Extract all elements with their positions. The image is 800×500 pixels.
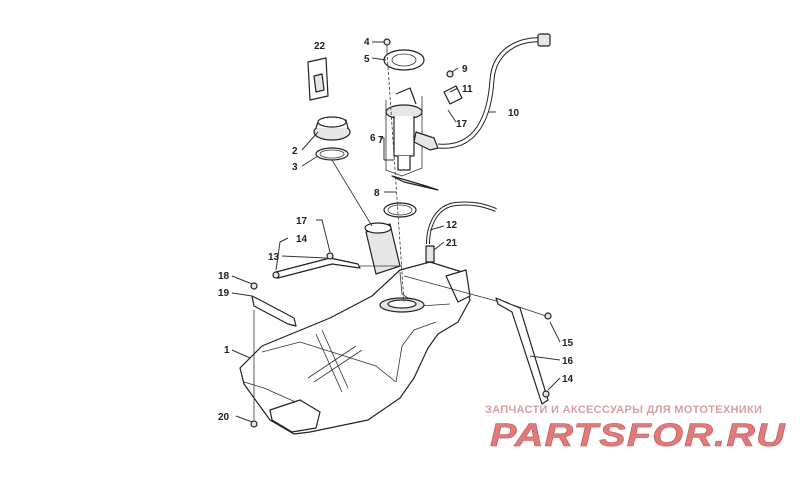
callout-12: 12 (446, 220, 458, 231)
callout-10: 10 (508, 108, 520, 119)
callout-3: 3 (292, 162, 298, 173)
callout-14-right: 14 (562, 374, 574, 385)
callout-8: 8 (374, 188, 380, 199)
callout-15: 15 (562, 338, 574, 349)
callout-17-top: 17 (456, 119, 468, 130)
callout-19: 19 (218, 288, 230, 299)
watermark-logo-text: PARTSFOR.RU (490, 417, 786, 453)
front-strap (250, 282, 297, 327)
gas-cap (313, 116, 351, 141)
assembly-lines (253, 51, 405, 420)
right-tank-strap (403, 275, 552, 405)
callout-22: 22 (314, 41, 326, 52)
fuel-hose (437, 33, 551, 149)
callout-11: 11 (462, 84, 473, 95)
callout-1: 1 (224, 345, 230, 356)
callout-13: 13 (268, 252, 280, 263)
fuel-pump (385, 87, 439, 171)
callout-5: 5 (364, 54, 370, 65)
retaining-plate (383, 49, 425, 71)
watermark-logo: PARTSFOR.RU (490, 417, 786, 454)
callout-6: 6 (370, 133, 376, 144)
watermark-tagline: ЗАПЧАСТИ И АКСЕССУАРЫ ДЛЯ МОТОТЕХНИКИ (485, 404, 763, 416)
callout-16: 16 (562, 356, 574, 367)
vent-valve (425, 245, 435, 263)
callout-20: 20 (218, 412, 230, 423)
callouts: 22 4 5 9 11 10 17 6 2 7 3 8 17 12 14 21 … (218, 37, 574, 423)
leader-lines (231, 41, 561, 423)
fuel-tank (239, 261, 471, 435)
screw-4 (383, 38, 391, 52)
left-tank-strap (272, 252, 402, 279)
pump-strainer (391, 175, 439, 191)
fuel-level-sender (307, 57, 329, 101)
callout-21: 21 (446, 238, 458, 249)
vent-hose (426, 201, 497, 245)
callout-17-left: 17 (296, 216, 308, 227)
callout-4: 4 (364, 37, 370, 48)
callout-2: 2 (292, 146, 298, 157)
o-ring (383, 202, 417, 218)
bolt-20 (250, 420, 258, 428)
gas-cap-gasket (315, 147, 349, 161)
callout-14-left: 14 (296, 234, 308, 245)
hose-clamp (443, 70, 463, 105)
callout-18: 18 (218, 271, 230, 282)
callout-9: 9 (462, 64, 468, 75)
callout-7: 7 (378, 135, 384, 146)
